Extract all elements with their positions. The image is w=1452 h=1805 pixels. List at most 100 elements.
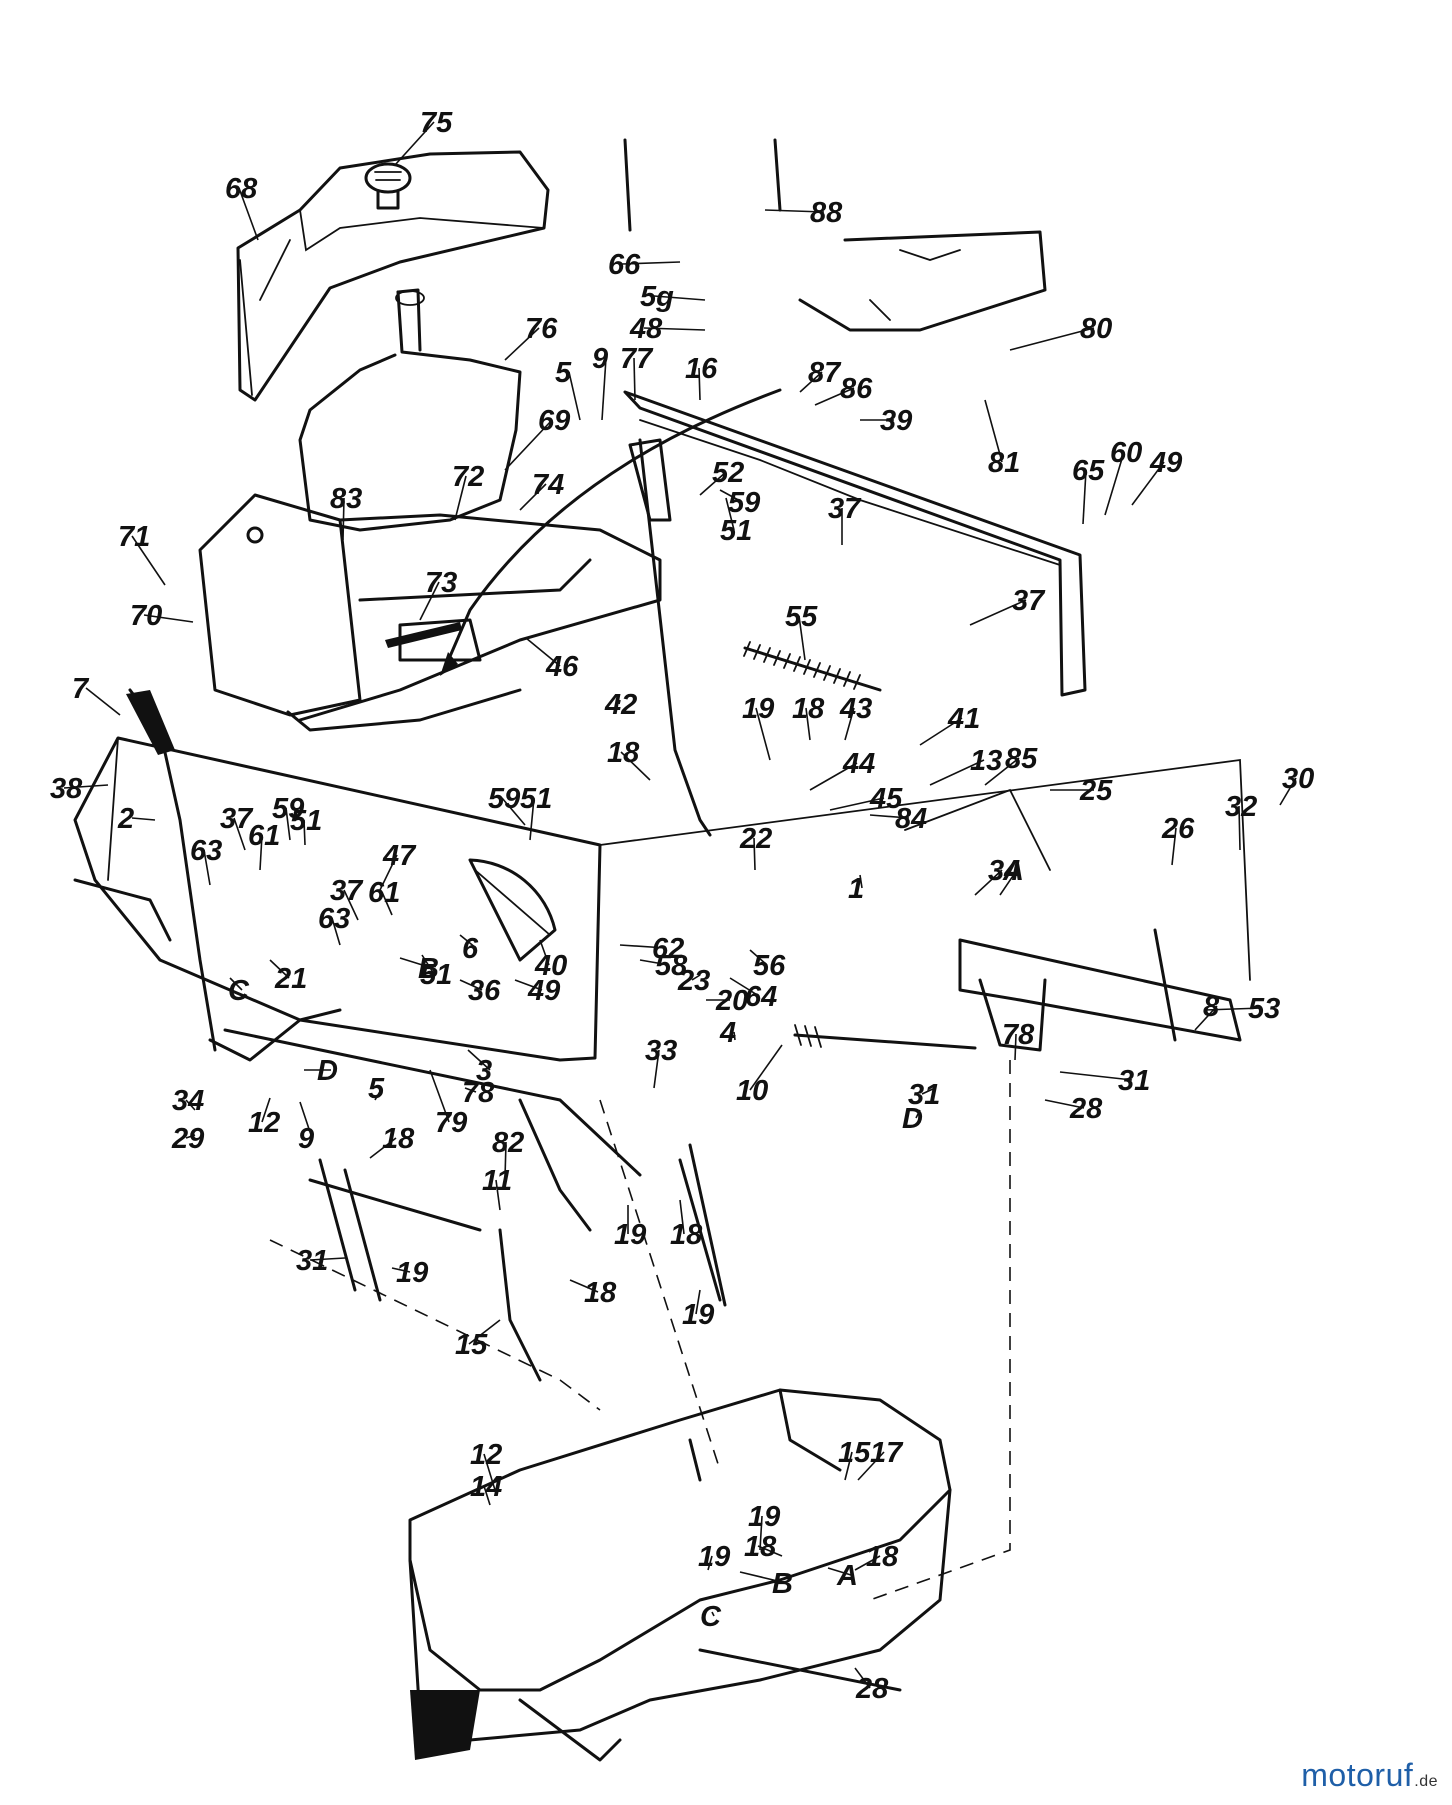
- leader-line: [854, 1667, 871, 1689]
- leader-line: [299, 1101, 313, 1139]
- part-callout-label: 8: [1203, 991, 1220, 1023]
- part-callout-label: 41: [947, 703, 980, 735]
- leader-line: [303, 819, 306, 846]
- leader-line: [707, 1555, 713, 1571]
- leader-line: [391, 1267, 411, 1273]
- part-callout-label: 11: [482, 1165, 512, 1197]
- part-callout-label: 9: [592, 343, 608, 375]
- part-callout-label: 17: [870, 1437, 904, 1469]
- leader-line: [259, 834, 263, 871]
- leader-line: [749, 949, 768, 966]
- part-callout-label: 44: [842, 748, 875, 780]
- part-callout-label: 59: [728, 487, 760, 519]
- leader-line: [468, 1319, 501, 1345]
- leader-line: [844, 1451, 853, 1481]
- leader-line: [464, 1087, 477, 1093]
- part-callout-label: 39: [880, 405, 912, 437]
- leader-line: [525, 637, 561, 667]
- leader-line: [429, 1069, 450, 1123]
- part-callout-label: 63: [318, 903, 350, 935]
- part-callout-label: 18: [792, 693, 825, 725]
- part-callout-label: 18: [607, 737, 640, 769]
- leader-line: [620, 751, 651, 781]
- part-callout-label: 10: [736, 1075, 768, 1107]
- part-callout-label: D: [317, 1055, 338, 1087]
- leader-line: [185, 1099, 196, 1111]
- leader-line: [309, 1257, 346, 1261]
- part-callout-label: 22: [739, 823, 772, 855]
- spring-8: [794, 1024, 822, 1048]
- part-callout-label: 37: [220, 803, 254, 835]
- leader-line: [814, 387, 855, 406]
- part-callout-label: 82: [492, 1127, 524, 1159]
- leader-line: [619, 944, 667, 949]
- part-callout-label: 32: [1225, 791, 1257, 823]
- leader-line: [719, 489, 743, 503]
- part-callout-label: 74: [532, 469, 564, 501]
- leader-line: [725, 497, 735, 531]
- leader-line: [798, 615, 806, 661]
- leader-line: [394, 121, 435, 166]
- part-callout-label: B: [772, 1568, 793, 1600]
- part-callout-label: 26: [1161, 813, 1195, 845]
- part-callout-label: 18: [744, 1531, 777, 1563]
- part-callout-label: 88: [810, 197, 843, 229]
- part-callout-label: 7: [72, 673, 90, 705]
- part-callout-label: 15: [455, 1329, 488, 1361]
- part-callout-label: 37: [330, 875, 364, 907]
- guide-line: [599, 1099, 721, 1471]
- part-callout-label: 12: [470, 1439, 502, 1471]
- part-callout-label: 38: [50, 773, 83, 805]
- leader-line: [495, 1179, 501, 1211]
- part-callout-label: 64: [745, 981, 777, 1013]
- leader-line: [984, 757, 1020, 786]
- part-callout-label: 46: [545, 651, 579, 683]
- throttle-cable: [443, 388, 782, 670]
- leader-line: [711, 1611, 715, 1617]
- lift-links: [308, 1098, 727, 1382]
- part-callout-label: 18: [382, 1123, 415, 1155]
- leader-line: [805, 707, 811, 741]
- leader-line: [739, 1571, 787, 1584]
- leader-line: [999, 869, 1018, 896]
- part-callout-label: 52: [712, 457, 744, 489]
- leader-line: [483, 1453, 496, 1491]
- leader-line: [529, 797, 535, 841]
- part-callout-label: 37: [828, 493, 862, 525]
- part-callout-label: 19: [614, 1219, 646, 1251]
- part-callout-label: 3: [476, 1055, 492, 1087]
- discharge-chute: [410, 1690, 480, 1760]
- leader-line: [757, 1545, 783, 1557]
- leader-line: [1279, 777, 1297, 806]
- part-callout-label: 2: [117, 803, 134, 835]
- part-callout-label: 45: [869, 783, 903, 815]
- leader-line: [539, 939, 550, 966]
- leader-line: [1082, 469, 1087, 525]
- leader-line: [504, 327, 540, 361]
- rod-8: [793, 1033, 977, 1050]
- leader-line: [799, 371, 823, 393]
- part-callout-label: B: [418, 953, 439, 985]
- leader-line: [1044, 1099, 1085, 1109]
- leader-line: [185, 1134, 196, 1139]
- part-callout-label: 12: [248, 1107, 280, 1139]
- leader-line: [504, 1141, 507, 1179]
- part-callout-label: C: [228, 975, 250, 1007]
- leader-line: [827, 1567, 852, 1576]
- part-callout-label: 34: [172, 1085, 204, 1117]
- leader-line: [929, 759, 985, 786]
- leader-line: [467, 1049, 491, 1071]
- part-callout-label: 19: [742, 693, 774, 725]
- leader-line: [755, 707, 771, 761]
- leader-line: [374, 1087, 383, 1101]
- part-callout-label: 43: [839, 693, 872, 725]
- leader-line: [915, 1109, 921, 1119]
- part-callout-label: 86: [840, 373, 873, 405]
- leader-line: [568, 371, 581, 421]
- part-callout-label: 9: [298, 1123, 314, 1155]
- guide-line: [869, 1060, 1011, 1601]
- part-callout-label: 30: [1282, 763, 1314, 795]
- leader-line: [829, 797, 885, 811]
- leader-line: [143, 614, 194, 623]
- leader-line: [399, 957, 433, 969]
